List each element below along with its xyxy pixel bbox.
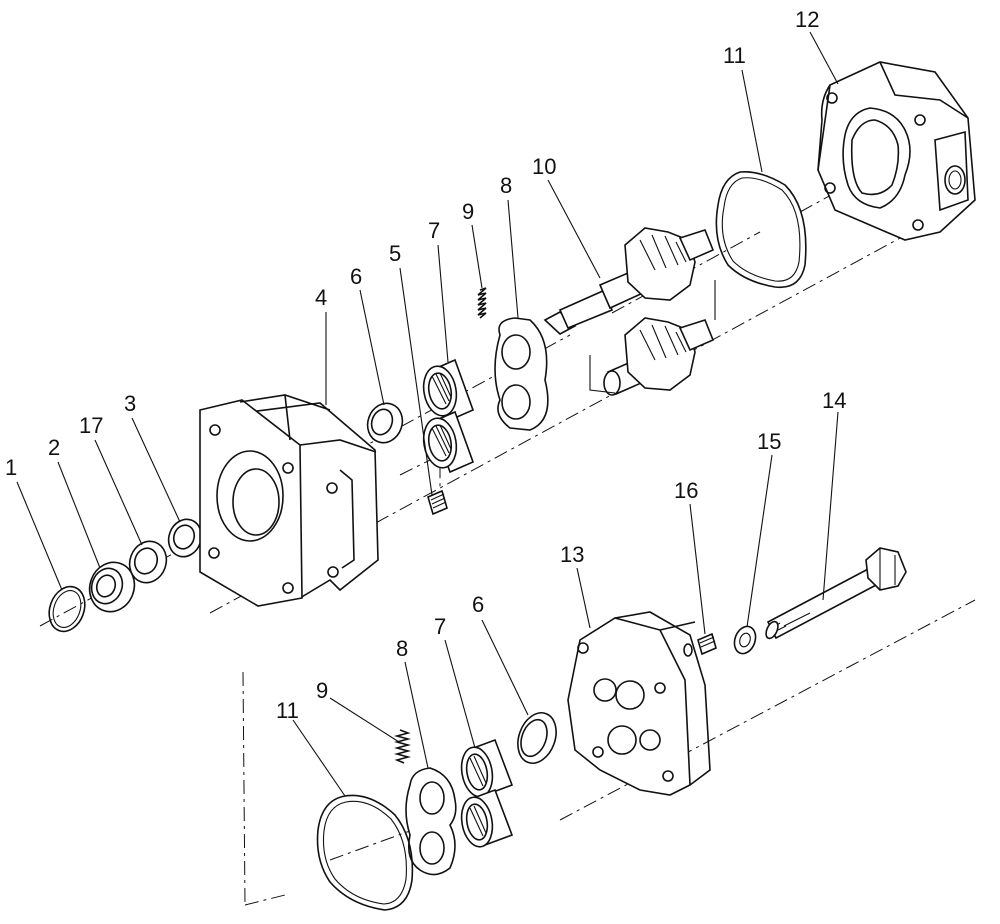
callout-2: 2 — [48, 435, 60, 460]
leader-lines — [16, 31, 839, 797]
callout-16: 16 — [674, 478, 698, 503]
callout-9-upper: 9 — [462, 199, 474, 224]
part-11-housing-seal-lower — [316, 794, 414, 911]
callout-11-upper: 11 — [723, 43, 746, 68]
part-6-thrust-ring-upper — [366, 402, 404, 444]
part-5-dowel-pin — [427, 489, 448, 516]
callout-13: 13 — [560, 542, 584, 567]
part-17-washer — [128, 540, 168, 584]
part-15-washer — [733, 625, 757, 655]
callout-6-upper: 6 — [350, 264, 362, 289]
callout-labels: 1 2 17 3 4 6 5 7 9 8 10 11 12 14 15 16 1… — [5, 7, 846, 723]
assembly-boundary-lines — [39, 129, 976, 906]
part-8-wear-plate-upper — [494, 317, 549, 431]
callout-12: 12 — [795, 7, 819, 32]
callout-10: 10 — [532, 154, 556, 179]
callout-1: 1 — [5, 455, 17, 480]
part-7-needle-bearings-upper — [422, 358, 475, 474]
part-13-end-cover — [567, 611, 711, 796]
part-6-thrust-ring-lower — [517, 712, 557, 764]
callout-15: 15 — [757, 429, 781, 454]
part-8-wear-plate-lower — [405, 767, 457, 876]
part-7-needle-bearings-lower — [460, 738, 514, 848]
callout-8-upper: 8 — [500, 173, 512, 198]
part-4-front-housing — [199, 394, 379, 607]
callout-17: 17 — [79, 413, 103, 438]
callout-7-lower: 7 — [434, 614, 446, 639]
callout-9-lower: 9 — [316, 678, 328, 703]
part-9-spring-upper — [477, 287, 487, 319]
part-9-spring-lower — [393, 729, 412, 764]
part-16-relief-plug — [683, 632, 717, 657]
callout-7-upper: 7 — [428, 218, 440, 243]
part-10-gear-shafts — [543, 227, 716, 396]
callout-8-lower: 8 — [396, 636, 408, 661]
callout-11-lower: 11 — [276, 698, 299, 723]
callout-5: 5 — [389, 241, 401, 266]
part-1-snap-ring — [48, 585, 86, 633]
part-12-pump-body — [817, 61, 976, 241]
callout-3: 3 — [124, 391, 136, 416]
part-11-housing-seal-upper — [715, 170, 807, 289]
part-3-shaft-seal — [167, 518, 203, 558]
callout-14: 14 — [822, 388, 846, 413]
part-2-bearing — [88, 561, 136, 613]
part-14-bolt — [765, 547, 907, 640]
callout-4: 4 — [315, 285, 327, 310]
callout-6-lower: 6 — [472, 592, 484, 617]
